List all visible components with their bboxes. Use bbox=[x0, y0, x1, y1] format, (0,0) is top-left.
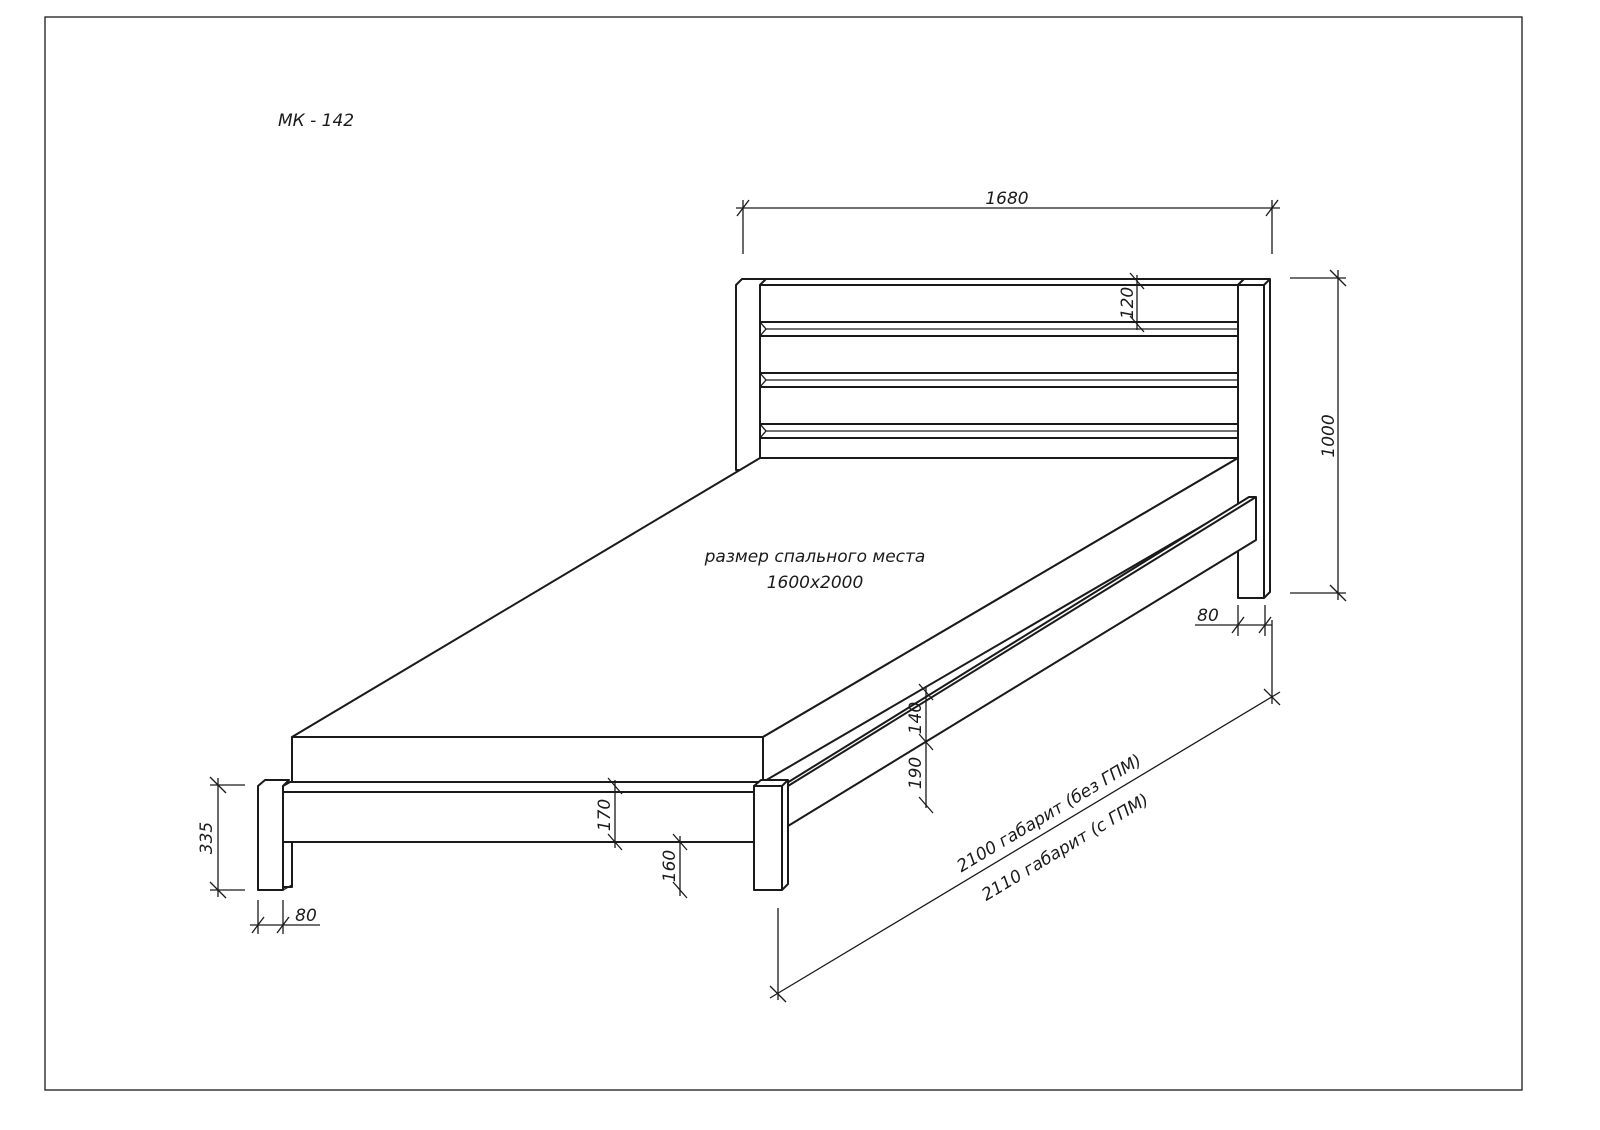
dim-side-rail: 190 bbox=[906, 757, 926, 789]
model-title: МК - 142 bbox=[278, 111, 354, 131]
dim-foot-height: 335 bbox=[197, 822, 217, 854]
dim-front-clearance: 160 bbox=[660, 850, 680, 882]
drawing-frame bbox=[44, 16, 1523, 1091]
dim-headboard-height: 1000 bbox=[1319, 414, 1339, 457]
dim-front-rail: 170 bbox=[595, 799, 615, 831]
headboard bbox=[735, 278, 1271, 599]
sleeping-area-label: размер спального места bbox=[704, 547, 926, 567]
dim-mattress-height: 140 bbox=[906, 702, 926, 734]
footboard bbox=[257, 779, 789, 891]
sleeping-area-size: 1600x2000 bbox=[767, 573, 864, 593]
dimension-lines bbox=[209, 199, 1347, 1003]
dim-post-width-back: 80 bbox=[1197, 606, 1219, 626]
headboard-slats bbox=[759, 321, 1238, 439]
dim-post-width-front: 80 bbox=[295, 906, 317, 926]
dim-overall-width: 1680 bbox=[985, 189, 1028, 209]
dim-top-board: 120 bbox=[1118, 287, 1138, 319]
